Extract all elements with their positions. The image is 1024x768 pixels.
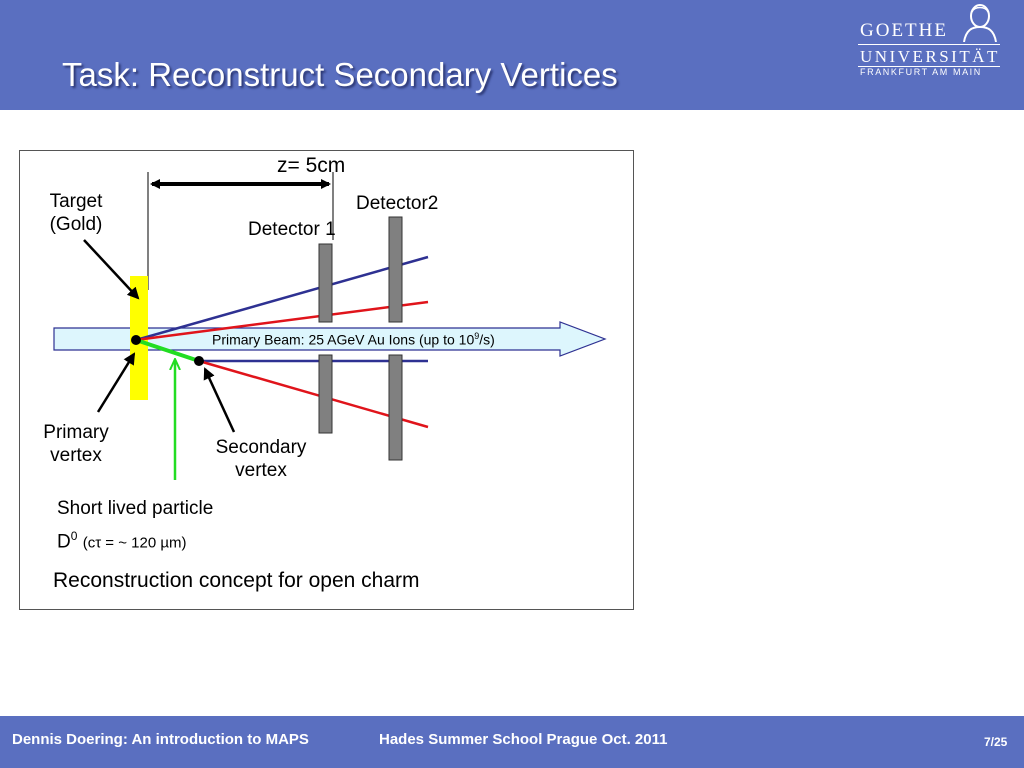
footer-event: Hades Summer School Prague Oct. 2011 — [379, 731, 668, 748]
primary-beam-label: Primary Beam: 25 AGeV Au Ions (up to 109… — [212, 331, 495, 348]
d0-label: D0 (cτ = ~ 120 µm) — [57, 529, 186, 554]
detector-2-upper — [388, 216, 403, 323]
footer-author-topic: Dennis Doering: An introduction to MAPS — [12, 731, 309, 748]
detector-1-label: Detector 1 — [248, 219, 336, 240]
z-distance-label: z= 5cm — [277, 154, 346, 177]
primary-vertex-pointer-arrow — [96, 352, 136, 413]
diagram-caption: Reconstruction concept for open charm — [53, 569, 420, 592]
primary-vertex-dot — [131, 335, 141, 345]
secondary-vertex-label-line-2: vertex — [235, 459, 287, 481]
green-d0-track — [135, 338, 200, 363]
detector-1-upper — [318, 243, 333, 323]
detector-1-lower — [318, 354, 333, 434]
beam-label-suffix: /s) — [479, 331, 495, 348]
page-number: 7/25 — [984, 735, 1008, 749]
primary-vertex-label-line-1: Primary — [43, 422, 109, 443]
d0-ctau-detail: (cτ = ~ 120 µm) — [82, 534, 187, 552]
header-bar — [0, 0, 1024, 110]
page-title: Task: Reconstruct Secondary Vertices — [62, 56, 618, 93]
goethe-portrait-icon — [963, 4, 997, 42]
logo-rule-bottom — [858, 66, 1000, 67]
logo-line-1: GOETHE — [860, 20, 948, 41]
target-label-line-1: Target — [49, 191, 103, 212]
short-lived-particle-label: Short lived particle — [57, 498, 214, 519]
logo-rule-top — [858, 44, 1000, 45]
target-label: Target (Gold) — [40, 191, 112, 237]
footer-bar: Dennis Doering: An introduction to MAPS … — [0, 716, 1024, 768]
target-label-line-2: (Gold) — [49, 213, 103, 235]
beam-label-exponent: 9 — [474, 331, 480, 341]
blue-track-upper — [135, 255, 429, 342]
university-logo: GOETHE UNIVERSITÄT FRANKFURT AM MAIN — [858, 4, 1008, 86]
logo-line-3: FRANKFURT AM MAIN — [860, 67, 982, 77]
d0-superscript: 0 — [70, 529, 78, 543]
beam-label-text: Primary Beam: 25 AGeV Au Ions (up to 10 — [212, 331, 475, 348]
secondary-vertex-dot — [194, 356, 204, 366]
detector-2-lower — [388, 354, 403, 461]
secondary-vertex-label-line-1: Secondary — [215, 437, 307, 458]
primary-vertex-label-line-2: vertex — [50, 444, 102, 466]
d0-name: D — [57, 531, 71, 553]
secondary-vertex-pointer-arrow — [203, 367, 236, 433]
red-track-upper — [135, 300, 429, 342]
primary-vertex-label: Primary vertex — [30, 422, 122, 468]
secondary-vertex-label: Secondary vertex — [200, 437, 322, 483]
logo-line-2: UNIVERSITÄT — [860, 47, 1000, 66]
target-pointer-arrow — [83, 239, 140, 300]
detector-2-label: Detector2 — [356, 193, 439, 214]
